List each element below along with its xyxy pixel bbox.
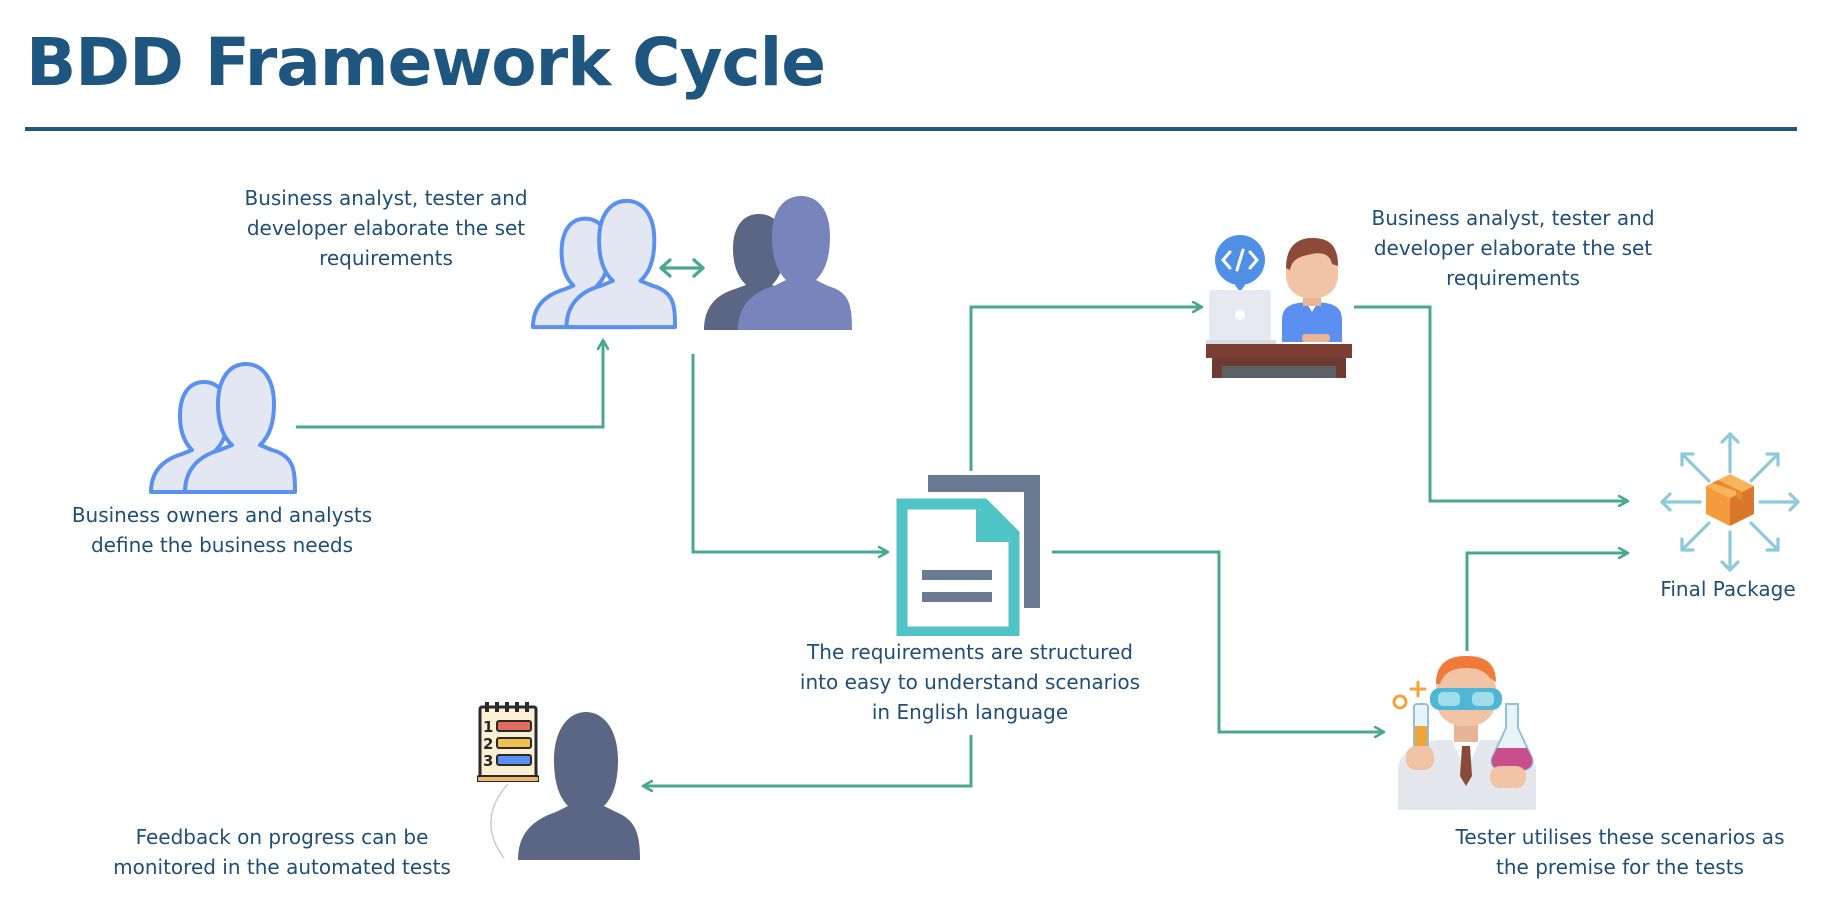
caption-business-owners: Business owners and analysts define the … <box>71 503 373 557</box>
document-icon <box>896 475 1040 636</box>
caption-structured-scenarios: The requirements are structured into eas… <box>799 640 1141 724</box>
connector-document-to-feedback <box>643 735 973 786</box>
caption-final-package: Final Package <box>1660 577 1796 601</box>
package-burst-icon <box>1660 432 1800 572</box>
svg-text:3: 3 <box>483 752 493 770</box>
user-group-outline-icon <box>149 362 297 494</box>
svg-text:2: 2 <box>483 735 493 753</box>
connector-document-to-developer <box>969 307 1202 471</box>
svg-text:1: 1 <box>483 718 493 736</box>
developer-at-desk-icon <box>1206 235 1352 378</box>
caption-developer-elaboration: Business analyst, tester and developer e… <box>1371 206 1655 290</box>
connector-developer-to-package <box>1354 305 1628 501</box>
page-title: BDD Framework Cycle <box>26 24 826 101</box>
connector-owners-to-team <box>296 340 603 429</box>
user-group-solid-icon <box>704 196 852 330</box>
connector-tester-to-package <box>1465 553 1628 651</box>
title-underline <box>25 127 1797 131</box>
checklist-icon: 1 2 3 <box>477 702 539 782</box>
caption-tester-premise: Tester utilises these scenarios as the p… <box>1455 825 1785 879</box>
caption-team-elaboration: Business analyst, tester and developer e… <box>244 186 528 270</box>
double-arrow-icon <box>659 258 705 278</box>
code-bubble-icon <box>1215 235 1265 292</box>
connector-team-to-document <box>691 354 888 552</box>
person-silhouette-icon <box>490 712 640 860</box>
lab-scientist-icon <box>1392 656 1536 810</box>
caption-feedback-monitoring: Feedback on progress can be monitored in… <box>113 825 451 879</box>
user-group-outline-icon <box>530 198 678 330</box>
connector-document-to-tester <box>1052 550 1384 732</box>
